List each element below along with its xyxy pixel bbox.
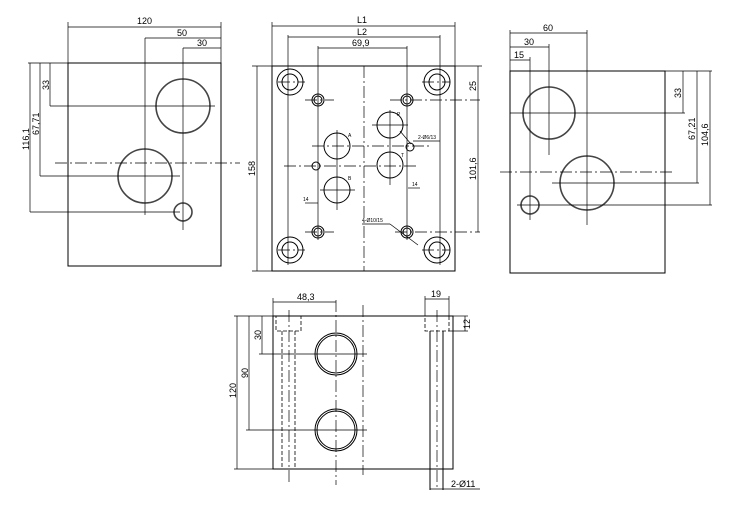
dim-90: 90 [240, 368, 250, 378]
dim-67: 67,71 [31, 112, 41, 135]
dim-69: 69,9 [352, 38, 370, 48]
dim-30: 30 [197, 38, 207, 48]
dim-120: 120 [228, 383, 238, 398]
dim-width: 120 [137, 16, 152, 26]
dim-25: 25 [468, 81, 478, 91]
dim-15: 15 [514, 50, 524, 60]
left-side-view: 120 50 30 33 67,71 116,1 [21, 16, 240, 267]
dim-30: 30 [524, 37, 534, 47]
dim-67: 67,21 [687, 117, 697, 140]
dim-104: 104,6 [700, 123, 710, 146]
dim-101: 101,6 [468, 157, 478, 180]
dim-l2: L2 [357, 27, 367, 37]
dim-50: 50 [177, 28, 187, 38]
dim-14-right: 14 [412, 182, 418, 188]
dim-l1: L1 [357, 15, 367, 25]
pin-note: 2-Ø6/13 [418, 135, 436, 141]
port-p-label: P [397, 112, 401, 118]
dim-60: 60 [543, 23, 553, 33]
port-b-label: B [348, 176, 352, 182]
dim-158: 158 [247, 161, 257, 176]
bolt-holes [276, 68, 451, 264]
dim-30: 30 [253, 330, 263, 340]
dim-33: 33 [41, 80, 51, 90]
dim-33: 33 [673, 88, 683, 98]
dim-12: 12 [462, 319, 472, 329]
counterbore [275, 315, 302, 332]
port-t-label: T [401, 153, 404, 159]
dim-14-left: 14 [303, 197, 309, 203]
bolt-note: 4-Ø10/15 [362, 218, 383, 224]
top-view: L1 L2 69,9 158 25 101,6 2-Ø6/13 4-Ø10/15… [247, 15, 482, 272]
top-view-outline [271, 65, 456, 272]
dim-48: 48,3 [297, 292, 315, 302]
dim-19: 19 [431, 289, 441, 299]
front-view: 48,3 19 12 30 90 120 2-Ø11 [228, 289, 480, 490]
dim-116: 116,1 [21, 128, 31, 150]
port-a-label: A [348, 133, 352, 139]
drill-note: 2-Ø11 [451, 479, 475, 489]
right-side-view: 60 30 15 33 67,21 104,6 [500, 23, 712, 274]
left-view-outline [67, 62, 222, 267]
